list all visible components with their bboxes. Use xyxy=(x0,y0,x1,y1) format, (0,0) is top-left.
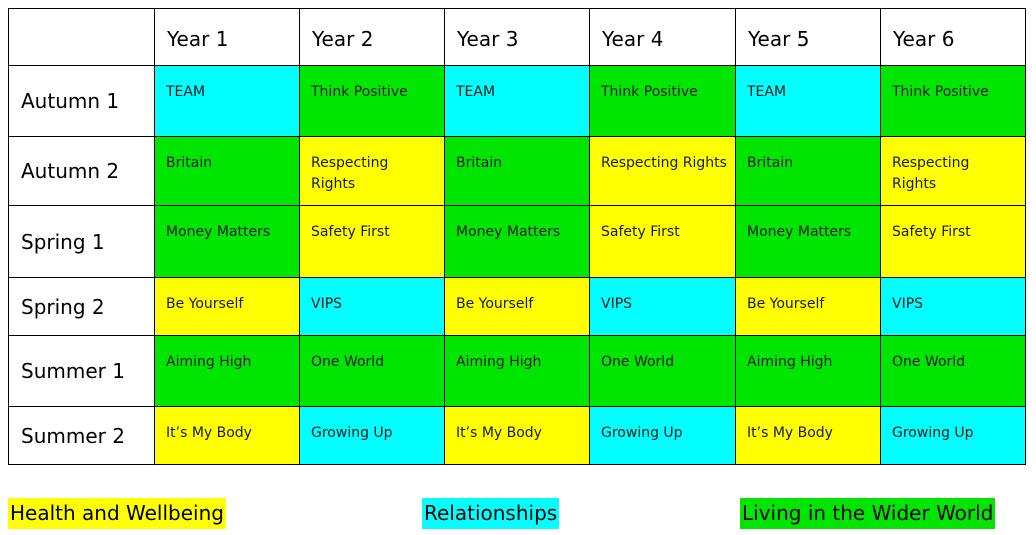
topic-cell: Respecting Rights xyxy=(880,136,1026,206)
topic-cell: Money Matters xyxy=(154,205,300,278)
topic-cell: Safety First xyxy=(589,205,736,278)
topic-cell: Be Yourself xyxy=(444,277,590,336)
term-label: Autumn 1 xyxy=(8,65,155,137)
term-label: Spring 2 xyxy=(8,277,155,336)
topic-cell: Money Matters xyxy=(444,205,590,278)
topic-cell: Growing Up xyxy=(299,406,445,465)
topic-cell: Britain xyxy=(735,136,881,206)
topic-cell: Be Yourself xyxy=(735,277,881,336)
topic-cell: Respecting Rights xyxy=(299,136,445,206)
year-header: Year 2 xyxy=(299,8,445,66)
topic-cell: It’s My Body xyxy=(735,406,881,465)
term-label: Autumn 2 xyxy=(8,136,155,206)
topic-cell: TEAM xyxy=(735,65,881,137)
topic-cell: Safety First xyxy=(299,205,445,278)
legend-wider-world: Living in the Wider World xyxy=(740,498,996,529)
term-label: Summer 2 xyxy=(8,406,155,465)
curriculum-table: Year 1 Year 2 Year 3 Year 4 Year 5 Year … xyxy=(8,8,1026,465)
topic-cell: One World xyxy=(880,335,1026,407)
topic-cell: VIPS xyxy=(880,277,1026,336)
year-header: Year 4 xyxy=(589,8,736,66)
year-header: Year 1 xyxy=(154,8,300,66)
topic-cell: VIPS xyxy=(589,277,736,336)
topic-cell: Safety First xyxy=(880,205,1026,278)
topic-cell: One World xyxy=(299,335,445,407)
topic-cell: VIPS xyxy=(299,277,445,336)
topic-cell: Aiming High xyxy=(735,335,881,407)
year-header: Year 3 xyxy=(444,8,590,66)
term-label: Summer 1 xyxy=(8,335,155,407)
topic-cell: Think Positive xyxy=(299,65,445,137)
year-header: Year 5 xyxy=(735,8,881,66)
topic-cell: Think Positive xyxy=(880,65,1026,137)
topic-cell: Growing Up xyxy=(880,406,1026,465)
term-label: Spring 1 xyxy=(8,205,155,278)
topic-cell: It’s My Body xyxy=(444,406,590,465)
topic-cell: Be Yourself xyxy=(154,277,300,336)
legend-health: Health and Wellbeing xyxy=(8,498,226,529)
topic-cell: Money Matters xyxy=(735,205,881,278)
topic-cell: Respecting Rights xyxy=(589,136,736,206)
topic-cell: Britain xyxy=(444,136,590,206)
topic-cell: Aiming High xyxy=(154,335,300,407)
corner-cell xyxy=(8,8,155,66)
topic-cell: Growing Up xyxy=(589,406,736,465)
topic-cell: One World xyxy=(589,335,736,407)
topic-cell: It’s My Body xyxy=(154,406,300,465)
year-header: Year 6 xyxy=(880,8,1026,66)
topic-cell: Aiming High xyxy=(444,335,590,407)
topic-cell: Think Positive xyxy=(589,65,736,137)
legend-relationships: Relationships xyxy=(422,498,560,529)
topic-cell: Britain xyxy=(154,136,300,206)
topic-cell: TEAM xyxy=(154,65,300,137)
topic-cell: TEAM xyxy=(444,65,590,137)
header-row: Year 1 Year 2 Year 3 Year 4 Year 5 Year … xyxy=(8,8,1026,66)
